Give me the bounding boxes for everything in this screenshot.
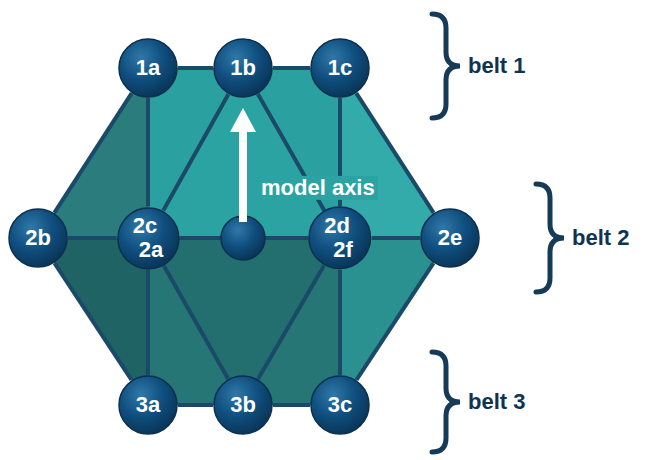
polyhedron-edge — [55, 263, 132, 380]
sphere-circle — [119, 39, 177, 97]
polyhedron-edge — [146, 98, 150, 207]
polyhedron-edge — [357, 263, 434, 380]
atom-label: 2e — [438, 227, 462, 249]
polyhedron-edge — [178, 66, 213, 70]
atom-sphere: 3a — [118, 375, 178, 435]
atom-sphere: 2b — [8, 208, 68, 268]
polyhedron-edge — [372, 236, 420, 240]
polyhedron-edge — [54, 93, 131, 213]
sphere-circle — [311, 376, 369, 434]
polyhedron-edge — [338, 270, 342, 375]
center-sphere — [221, 216, 265, 260]
atom-label: 1c — [328, 57, 352, 79]
polyhedron-edge — [146, 269, 150, 375]
sphere-circle — [421, 209, 479, 267]
atom-sphere: 1c — [310, 38, 370, 98]
sphere-circle — [309, 207, 371, 269]
sphere-circle — [311, 39, 369, 97]
brace — [432, 352, 460, 452]
atom-sphere: 3b — [213, 375, 273, 435]
belt-label: belt 1 — [468, 54, 525, 78]
sphere-circle — [118, 208, 179, 269]
sphere-circle — [214, 376, 272, 434]
brace — [432, 14, 460, 118]
atom-sphere: 3c — [310, 375, 370, 435]
atom-label: 3c — [328, 394, 352, 416]
atom-label: 3b — [230, 394, 256, 416]
atom-sphere: 2d2f — [308, 206, 372, 270]
polyhedron-edge — [178, 403, 213, 407]
polyhedron-edge — [273, 403, 310, 407]
sphere-circle — [214, 39, 272, 97]
atom-label: 2c — [133, 215, 157, 237]
atom-label: 2a — [139, 239, 163, 261]
atom-label: 2f — [333, 239, 353, 261]
polyhedron-edge — [164, 265, 229, 379]
axis-label: model axis — [258, 176, 378, 200]
axis-arrow-head — [230, 108, 256, 132]
polyhedron-edge — [258, 265, 324, 379]
polyhedron-edge — [163, 94, 228, 210]
atom-sphere: 1b — [213, 38, 273, 98]
polyhedron-edge — [68, 236, 117, 240]
polyhedron-edge — [273, 66, 310, 70]
atom-sphere: 2e — [420, 208, 480, 268]
belt-label: belt 3 — [468, 390, 525, 414]
atom-label: 1a — [136, 57, 160, 79]
atom-label: 2b — [25, 227, 51, 249]
atom-label: 1b — [230, 57, 256, 79]
atom-label: 2d — [324, 215, 350, 237]
atom-sphere: 2c2a — [117, 207, 180, 270]
atom-label: 3a — [136, 394, 160, 416]
brace — [536, 184, 564, 292]
atom-sphere: 1a — [118, 38, 178, 98]
belt-label: belt 2 — [572, 226, 629, 250]
sphere-circle — [119, 376, 177, 434]
axis-arrow-shaft — [239, 128, 247, 222]
sphere-circle — [9, 209, 67, 267]
